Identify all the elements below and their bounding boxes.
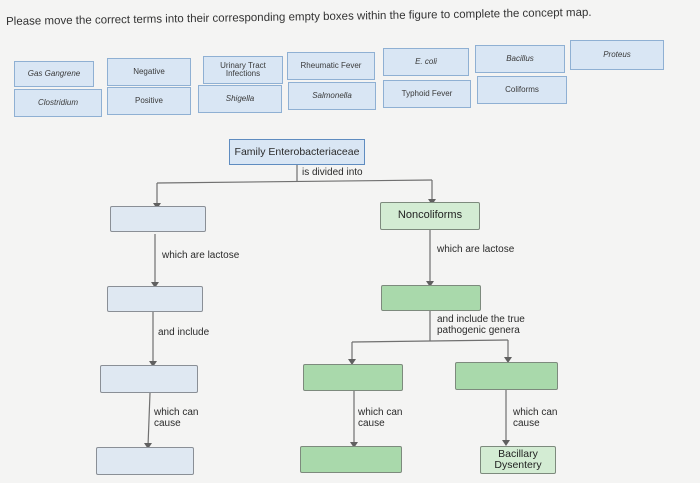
root-link-label: is divided into [302, 167, 363, 178]
left-link-cause-label: which can cause [154, 407, 199, 429]
right-link-lactose-label: which are lactose [437, 244, 515, 255]
term-tile-typhoid-fever[interactable]: Typhoid Fever [383, 80, 471, 108]
noncoliforms-node: Noncoliforms [380, 202, 480, 230]
term-tile-negative[interactable]: Negative [107, 58, 191, 86]
drop-box-left-2[interactable] [107, 286, 203, 312]
term-tile-e-coli[interactable]: E. coli [383, 48, 469, 76]
drop-box-left-3[interactable] [100, 365, 198, 393]
drop-box-left-4[interactable] [96, 447, 194, 475]
term-tile-urinary-tract-infections[interactable]: Urinary Tract Infections [203, 56, 283, 84]
left-link-lactose-label: which are lactose [162, 250, 240, 261]
term-tile-positive[interactable]: Positive [107, 87, 191, 115]
drop-box-right-2[interactable] [455, 362, 558, 390]
right-link-pathogenic-label: and include the true pathogenic genera [437, 314, 525, 336]
term-tile-proteus[interactable]: Proteus [570, 40, 664, 70]
drop-box-mid-2[interactable] [300, 446, 402, 473]
mid-link-cause-label: which can cause [358, 407, 403, 429]
term-tile-coliforms[interactable]: Coliforms [477, 76, 567, 104]
term-tile-salmonella[interactable]: Salmonella [288, 82, 376, 110]
term-tile-clostridium[interactable]: Clostridium [14, 89, 102, 117]
term-tile-gas-gangrene[interactable]: Gas Gangrene [14, 61, 94, 87]
drop-box-right-1[interactable] [381, 285, 481, 311]
right-link-cause-label: which can cause [513, 407, 558, 429]
drop-box-left-1[interactable] [110, 206, 206, 232]
bacillary-dysentery-node: Bacillary Dysentery [480, 446, 556, 474]
term-tile-shigella[interactable]: Shigella [198, 85, 282, 113]
term-tile-bacillus[interactable]: Bacillus [475, 45, 565, 73]
family-enterobacteriaceae-node: Family Enterobacteriaceae [229, 139, 365, 165]
left-link-include-label: and include [158, 327, 210, 338]
term-tile-rheumatic-fever[interactable]: Rheumatic Fever [287, 52, 375, 80]
drop-box-mid-1[interactable] [303, 364, 403, 391]
